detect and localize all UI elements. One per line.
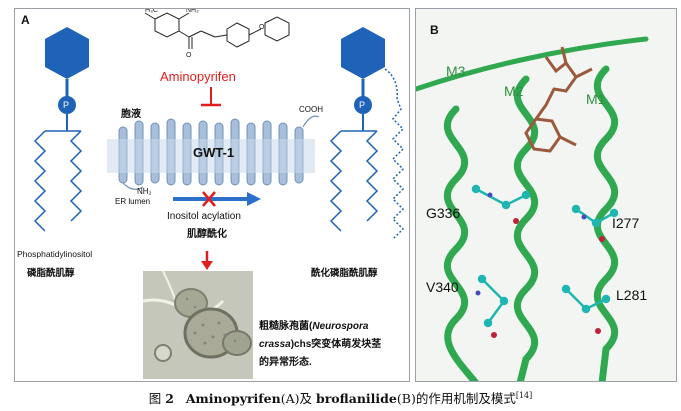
neurospora-micrograph [143,271,253,379]
svg-text:O: O [186,52,192,59]
left-headgroup-hexagon [45,27,89,79]
aminopyrifen-structure [144,12,290,49]
right-headgroup-hexagon [341,27,385,79]
left-lipid-label-cn: 磷脂酰肌醇 [27,268,75,279]
micro-caption-line3: 的异常形态. [259,357,312,368]
svg-text:O: O [259,24,265,31]
broflanilide-ligand [524,46,593,153]
left-lipid-tail-1 [33,130,47,232]
inhibitor-name: Aminopyrifen [160,69,236,84]
acylation-label-cn: 肌醇酰化 [187,229,227,240]
panel-a-label: A [21,13,30,27]
membrane-band [107,139,315,173]
figure-caption: 图 2 Aminopyrifen(A)及 broflanilide(B)的作用机… [148,390,533,406]
er-lumen-label: ER lumen [115,197,151,206]
acyl-chain-dotted [384,68,405,240]
left-lipid-tail-2 [69,130,83,222]
micro-caption-line2: crassa)chs突变体萌发块茎 [259,339,382,350]
left-phosphate-label: P [63,100,70,110]
panel-b-label: B [430,23,439,37]
acylation-label: Inositol acylation [167,211,241,222]
residue-label-g336: G336 [426,205,461,221]
helix-m1 [593,65,619,381]
protein-name: GWT-1 [193,145,235,160]
right-phosphate-label: P [359,100,366,110]
residue-label-v340: V340 [426,279,459,295]
panel-b: B M3 M2 M1 G336 I277 V340 L281 [415,8,677,382]
residue-label-i277: I277 [612,215,640,231]
nh2-label: NH₂ [137,187,152,196]
right-lipid-tail-1 [329,130,343,232]
helix-label-m1: M1 [586,91,606,107]
helix-m2 [513,75,539,381]
micro-caption-line1: 粗糙脉孢菌(Neurospora [259,321,369,332]
cooh-label: COOH [299,105,323,114]
right-lipid-label-cn: 酰化磷脂酰肌醇 [311,268,378,279]
right-lipid-tail-2 [365,130,379,222]
svg-text:H₃C: H₃C [145,9,158,14]
helix-label-m2: M2 [504,83,524,99]
left-phosphate [58,96,76,114]
helix-label-m3: M3 [446,63,466,79]
left-lipid-label: Phosphatidylinositol [17,249,93,259]
cytosol-label: 胞液 [121,109,141,120]
panel-a-graphics: H₃C NH₂ O O [33,9,405,270]
panel-b-graphics [416,36,649,381]
right-phosphate [354,96,372,114]
residue-sticks [471,184,619,328]
helix-m3 [443,105,479,381]
panel-a: H₃C NH₂ O O [14,8,410,382]
svg-text:NH₂: NH₂ [186,9,199,14]
residue-label-l281: L281 [616,287,648,303]
